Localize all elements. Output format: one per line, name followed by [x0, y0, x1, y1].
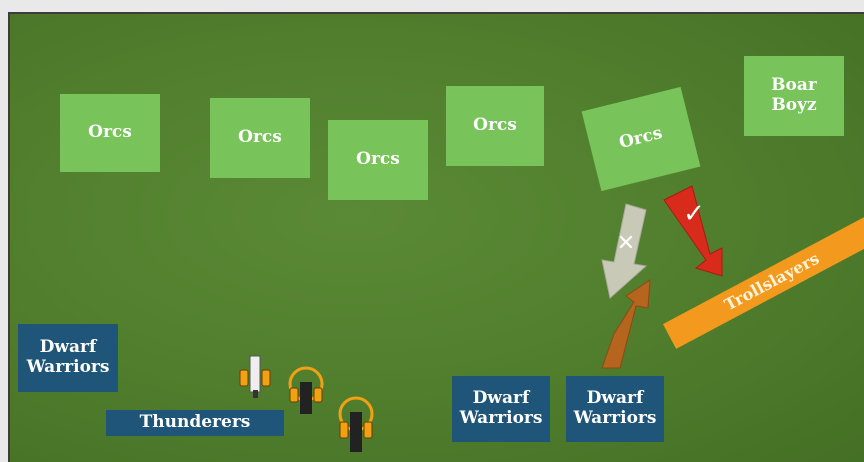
- thunderer-figure-2: [288, 366, 324, 414]
- cross-marker: ✕: [617, 231, 635, 256]
- boar-boyz-unit: Boar Boyz: [744, 56, 844, 136]
- movement-arrows: ✕ ✓: [239, 185, 723, 452]
- battlefield: Orcs Orcs Orcs Orcs Orcs Boar Boyz ✕ ✓: [8, 12, 864, 462]
- invalid-charge-arrow: [601, 203, 648, 299]
- dwarf-warriors-unit-3: Dwarf Warriors: [566, 376, 664, 442]
- thunderers-unit: Thunderers: [106, 410, 284, 436]
- orc-unit-3: Orcs: [328, 120, 428, 200]
- dwarf-warriors-unit-2: Dwarf Warriors: [452, 376, 550, 442]
- orc-unit-1: Orcs: [60, 94, 160, 172]
- orc-unit-4: Orcs: [446, 86, 544, 166]
- dwarf-move-arrow: [601, 279, 651, 369]
- thunderer-figure-1: [239, 355, 271, 398]
- dwarf-warriors-unit-1: Dwarf Warriors: [18, 324, 118, 392]
- valid-charge-arrow: [663, 185, 723, 277]
- orc-unit-2: Orcs: [210, 98, 310, 178]
- thunderer-figure-3: [338, 396, 374, 452]
- check-marker: ✓: [683, 199, 705, 229]
